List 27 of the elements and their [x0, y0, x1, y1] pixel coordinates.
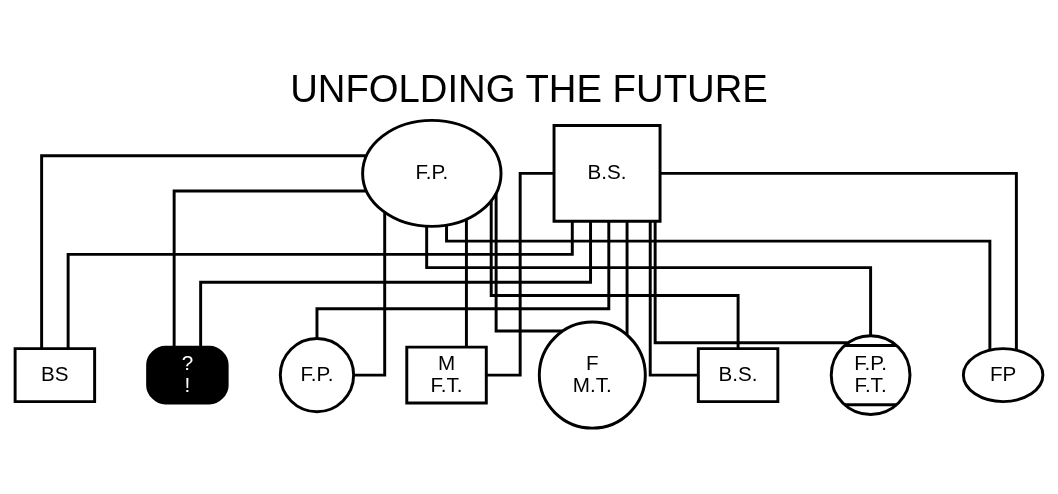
connector: [489, 201, 740, 349]
node-box: ? !: [146, 345, 229, 405]
connector: [40, 154, 367, 349]
node-circle: F M.T.: [537, 320, 647, 430]
node-box: BS: [13, 347, 97, 404]
node-box: M F.T.: [405, 345, 488, 405]
node-box: B.S.: [696, 347, 780, 404]
connector: [625, 221, 629, 335]
connector: [660, 171, 1018, 350]
connector: [66, 221, 574, 349]
node-circle: F.P. F.T.: [829, 334, 912, 416]
connector: [353, 212, 387, 377]
connector: [653, 221, 848, 345]
connector: [445, 225, 992, 350]
connector: [464, 219, 468, 348]
connector: [486, 171, 554, 377]
node-box: B.S.: [552, 124, 662, 223]
node-ellipse: F.P.: [361, 118, 503, 228]
connector: [172, 189, 367, 347]
node-circle: F.P.: [278, 336, 356, 414]
diagram-title: UNFOLDING THE FUTURE: [290, 67, 768, 111]
connector: [425, 226, 873, 336]
connector: [648, 221, 699, 377]
connector: [199, 221, 592, 347]
node-ellipse: FP: [961, 347, 1045, 404]
connector: [315, 221, 611, 339]
connector: [494, 193, 563, 333]
